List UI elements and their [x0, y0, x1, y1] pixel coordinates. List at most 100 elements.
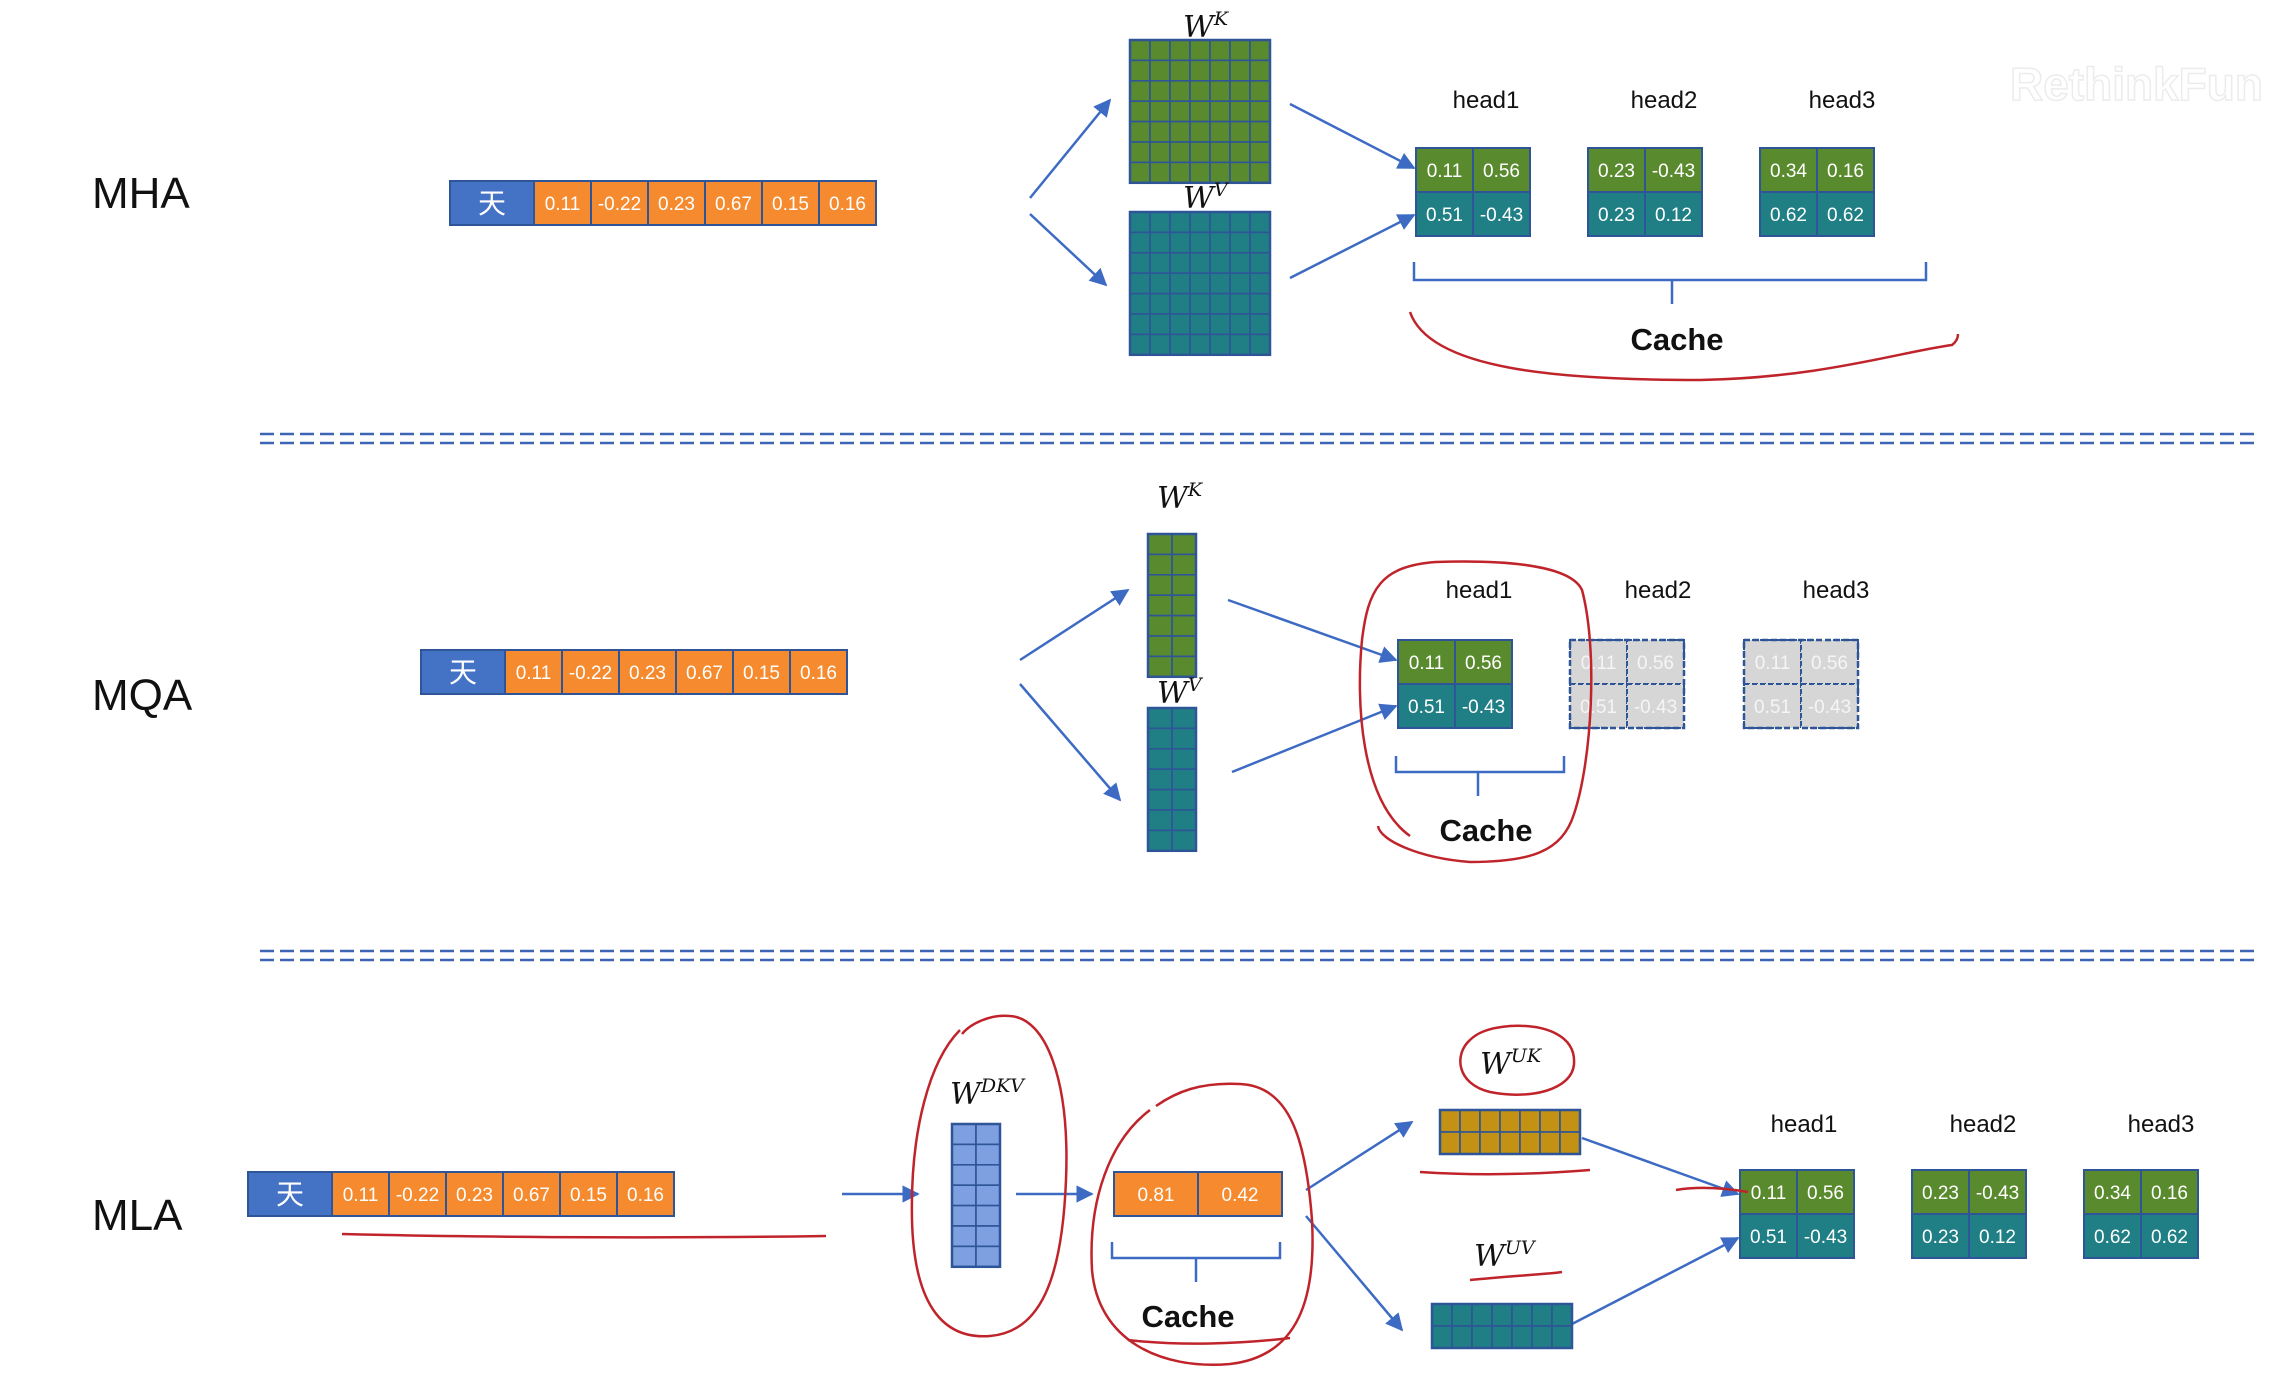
mla-head2-v-cell: [1968, 1213, 2027, 1259]
mha-wk-cell: [1249, 120, 1271, 143]
mqa-wk-label: WK: [1157, 479, 1204, 516]
mha-wv-cell: [1169, 231, 1191, 254]
mha-head2-v-cell: [1644, 191, 1703, 237]
mha-wk-cell: [1149, 59, 1171, 82]
mla-head3-v-value: 0.62: [2094, 1227, 2131, 1248]
mla-cache-label: Cache: [1141, 1299, 1234, 1334]
mla-red-tick: [1675, 1186, 1749, 1194]
mla-wuk-cell: [1559, 1131, 1581, 1155]
mqa-wk-cell: [1147, 614, 1173, 637]
mqa-ghost-value: 0.51: [1580, 697, 1617, 718]
mha-wv-cell: [1129, 252, 1151, 275]
mha-wv-cell: [1129, 292, 1151, 315]
mla-wdkv-cell: [975, 1225, 1001, 1248]
mla-wuk-cell: [1439, 1109, 1461, 1133]
mha-wv-cell: [1169, 272, 1191, 295]
mha-wv-cell: [1249, 252, 1271, 275]
mla-wdkv-cell: [975, 1245, 1001, 1268]
mha-embedding-cell: [533, 180, 592, 226]
mha-wk-cell: [1189, 59, 1211, 82]
mqa-wv-cell: [1147, 747, 1173, 770]
mha-wv-cell: [1129, 272, 1151, 295]
mla-cache-red-circle: [1090, 1082, 1314, 1366]
mqa-embedding-cell: [504, 649, 563, 695]
mla-embedding-cell: [388, 1171, 447, 1217]
mla-head2-v-value: 0.12: [1979, 1227, 2016, 1248]
mla-wuv-cell: [1551, 1303, 1573, 1327]
mla-head1-k-value: 0.11: [1751, 1183, 1787, 1204]
mqa-head1-v-cell: [1397, 683, 1456, 729]
mha-wk-cell: [1189, 120, 1211, 143]
mha-wk-cell: [1249, 141, 1271, 164]
mha-wv-cell: [1229, 313, 1251, 336]
mla-head3-v-value: 0.62: [2151, 1227, 2188, 1248]
mla-wuk-frame: [1438, 1108, 1582, 1156]
mla-wuk-cell: [1539, 1109, 1561, 1133]
mla-embedding-cell: [616, 1171, 675, 1217]
mla-head-label: head2: [1950, 1111, 2017, 1138]
mqa-embedding-cell: [789, 649, 848, 695]
mha-wk-cell: [1229, 39, 1251, 62]
mla-wuk-red-underline: [1419, 1168, 1591, 1176]
mla-embedding-value: 0.67: [513, 1185, 550, 1206]
mha-cache-brace: [1412, 262, 1928, 304]
mla-head3-k-value: 0.34: [2094, 1183, 2131, 1204]
mha-wv-cell: [1249, 272, 1271, 295]
mqa-red-circle: [1358, 560, 1593, 864]
mha-wk-cell: [1189, 141, 1211, 164]
mqa-wv-cell: [1147, 809, 1173, 832]
mqa-wv-cell: [1147, 829, 1173, 852]
mha-head2-v-value: 0.23: [1598, 205, 1635, 226]
mqa-ghost-frame: [1742, 638, 1860, 730]
mla-wdkv-cell: [951, 1123, 977, 1146]
mha-wk-cell: [1209, 80, 1231, 103]
mla-latent-value: 0.81: [1138, 1185, 1175, 1206]
mqa-ghost-cell: [1569, 683, 1628, 729]
mha-arrows: [1029, 98, 1416, 287]
mha-head3-v-value: 0.62: [1770, 205, 1807, 226]
mqa-wv-cell: [1171, 727, 1197, 750]
mla-wuv-cell: [1531, 1303, 1553, 1327]
mla-wuv-matrix: [1430, 1302, 1574, 1350]
mqa-head-label: head3: [1803, 577, 1870, 604]
mha-wv-cell: [1189, 252, 1211, 275]
mla-head1-v-value: 0.51: [1750, 1227, 1787, 1248]
mla-wuv-cell: [1471, 1303, 1493, 1327]
mqa-wk-cell: [1147, 553, 1173, 576]
mqa-wk-cell: [1171, 594, 1197, 617]
mha-wk-cell: [1209, 100, 1231, 123]
mha-wv-frame: [1128, 210, 1272, 357]
mla-wdkv-label: WDKV: [950, 1075, 1026, 1112]
mla-embedding-value: 0.11: [343, 1185, 379, 1206]
mqa-head1-k-value: 0.11: [1409, 653, 1445, 674]
mha-embedding-value: 0.67: [715, 194, 752, 215]
mla-wuv-red-underline: [1469, 1270, 1563, 1282]
mqa-embedding-value: 0.23: [629, 663, 666, 684]
mha-wv-cell: [1169, 313, 1191, 336]
mha-head1-v-cell: [1472, 191, 1531, 237]
mha-wk-cell: [1229, 80, 1251, 103]
mla-head2-k-value: 0.23: [1922, 1183, 1959, 1204]
mha-wv-cell: [1229, 252, 1251, 275]
mla-head1-k-cell: [1796, 1169, 1855, 1215]
mla-token-cell: [247, 1171, 333, 1217]
mqa-wv-cell: [1171, 829, 1197, 852]
mqa-head1-k-value: 0.56: [1465, 653, 1502, 674]
mha-wk-cell: [1149, 80, 1171, 103]
mla-arrows: [842, 1120, 1740, 1332]
mha-wv-cell: [1129, 211, 1151, 234]
mha-wk-cell: [1129, 100, 1151, 123]
mla-wdkv-cell: [951, 1164, 977, 1187]
mha-wk-cell: [1169, 100, 1191, 123]
mha-wv-cell: [1149, 252, 1171, 275]
mha-wk-cell: [1149, 141, 1171, 164]
mla-wuk-cell: [1479, 1109, 1501, 1133]
mqa-embedding-cell: [618, 649, 677, 695]
mha-head2-v-value: 0.12: [1655, 205, 1692, 226]
mla-embedding-value: 0.16: [627, 1185, 664, 1206]
mla-wuv-cell: [1451, 1325, 1473, 1349]
